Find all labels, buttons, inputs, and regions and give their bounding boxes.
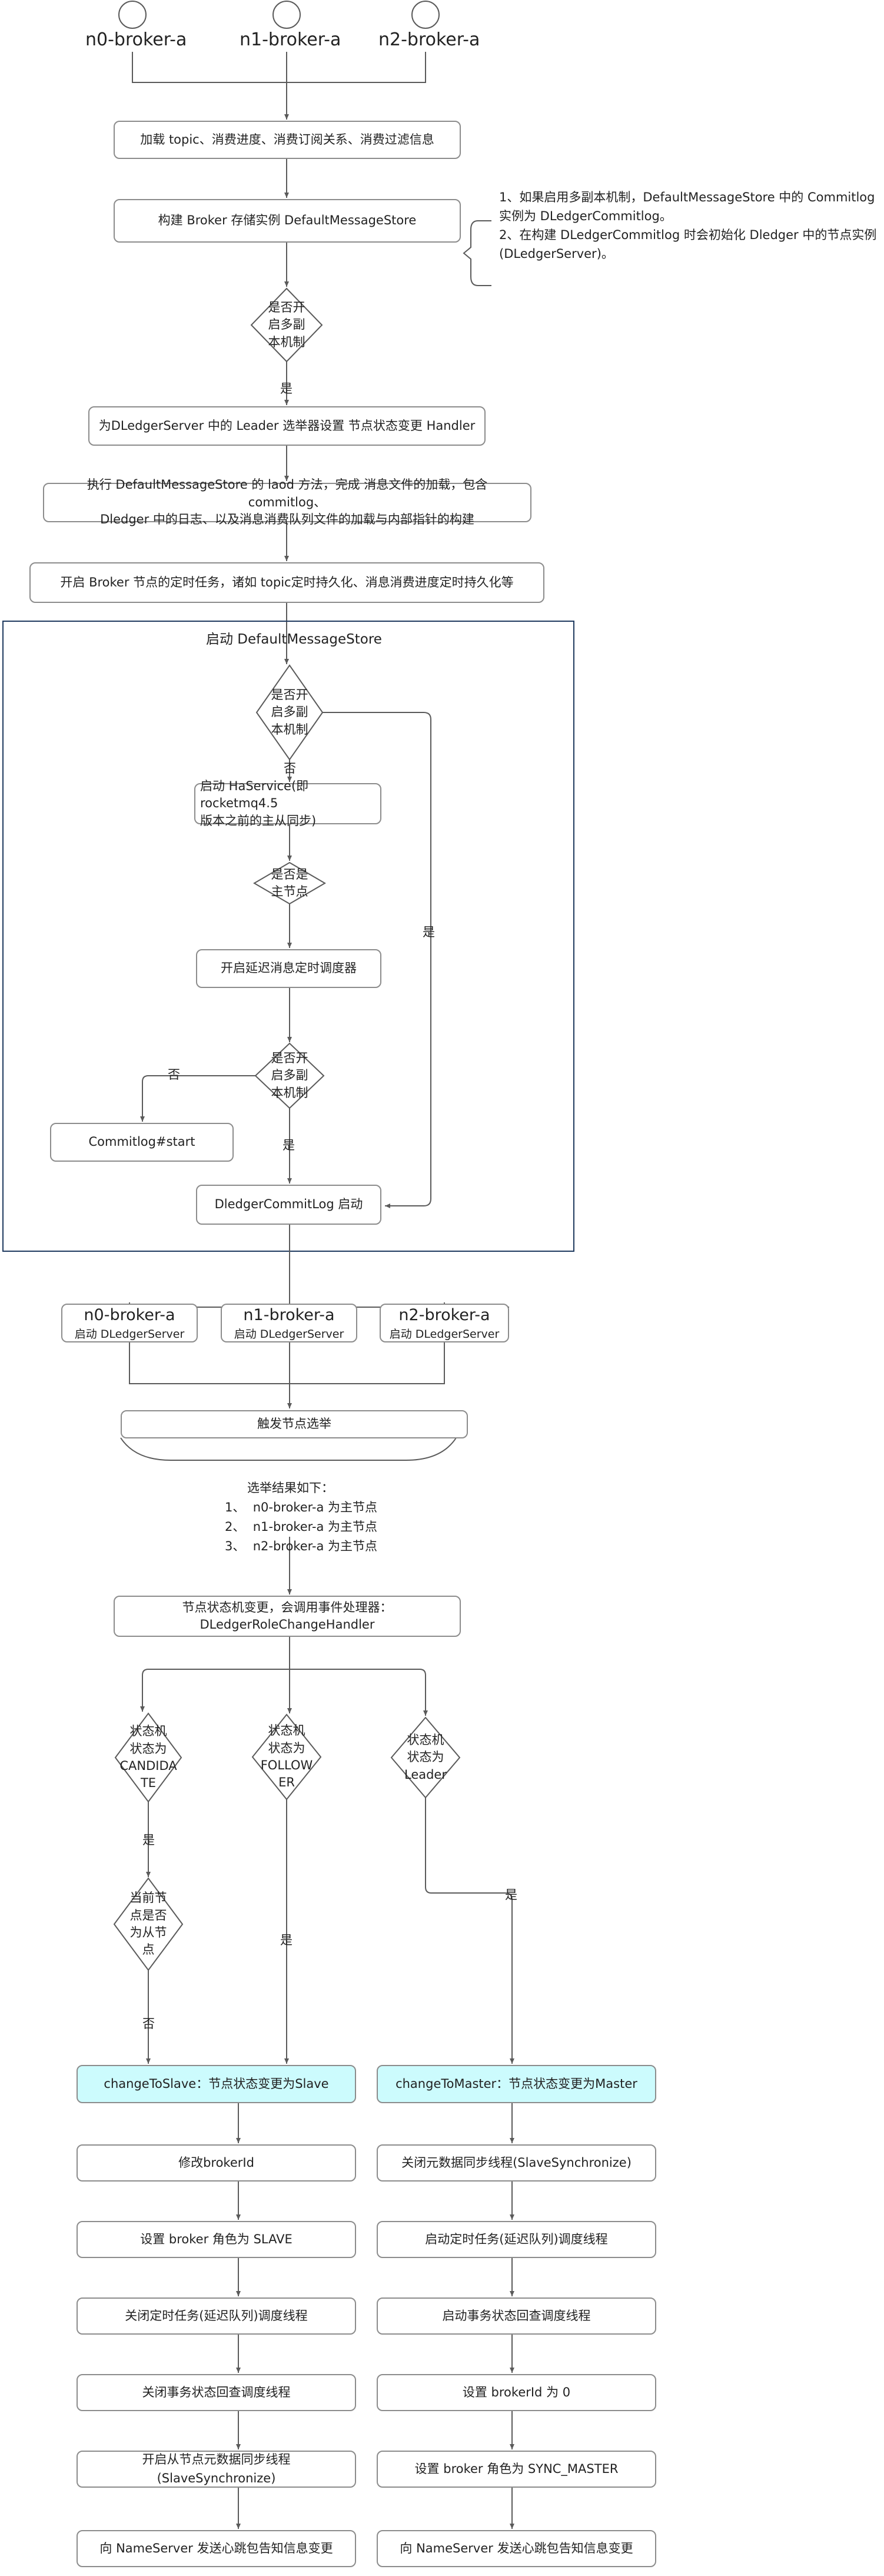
laod-step: 执行 DefaultMessageStore 的 laod 方法，完成 消息文件… xyxy=(43,478,531,526)
ha-line-1: 启动 HaService(即 rocketmq4.5 xyxy=(200,778,309,811)
node-label-n0: n0-broker-a xyxy=(85,29,187,50)
role-change-line-2: DLedgerRoleChangeHandler xyxy=(200,1617,375,1632)
delay-scheduler-step: 开启延迟消息定时调度器 xyxy=(196,949,381,988)
slave-step-3: 关闭定时任务(延迟队列)调度线程 xyxy=(77,2297,356,2335)
note-line-4: (DLedgerServer)。 xyxy=(499,247,614,261)
server-n1-name: n1-broker-a xyxy=(243,1305,335,1324)
server-n0: n0-broker-a 启动 DLedgerServer xyxy=(61,1304,198,1342)
note-bracket xyxy=(463,220,491,286)
yes-label-candidate: 是 xyxy=(142,1833,155,1847)
slave-step-5: 开启从节点元数据同步线程(SlaveSynchronize) xyxy=(77,2451,356,2488)
server-n2: n2-broker-a 启动 DLedgerServer xyxy=(380,1304,509,1342)
slave-step-4: 关闭事务状态回查调度线程 xyxy=(77,2374,356,2411)
server-n2-name: n2-broker-a xyxy=(398,1305,490,1324)
merge-line xyxy=(132,52,426,83)
master-step-6: 向 NameServer 发送心跳包告知信息变更 xyxy=(377,2530,656,2567)
commitlog-start-step: Commitlog#start xyxy=(50,1123,234,1162)
note-line-2: 实例为 DLedgerCommitlog。 xyxy=(499,209,672,223)
load-config-step: 加载 topic、消费进度、消费订阅关系、消费过滤信息 xyxy=(114,121,461,159)
note-line-1: 1、如果启用多副本机制，DefaultMessageStore 中的 Commi… xyxy=(499,190,875,204)
master-step-5: 设置 broker 角色为 SYNC_MASTER xyxy=(377,2451,656,2488)
master-step-4: 设置 brokerId 为 0 xyxy=(377,2374,656,2411)
trigger-election-step: 触发节点选举 xyxy=(121,1410,468,1438)
diamond-multi-1-label: 是否开 启多副 本机制 xyxy=(268,300,305,349)
note-line-3: 2、在构建 DLedgerCommitlog 时会初始化 Dledger 中的节… xyxy=(499,228,877,242)
master-step-2: 启动定时任务(延迟队列)调度线程 xyxy=(377,2221,656,2258)
change-to-slave-step: changeToSlave：节点状态变更为Slave xyxy=(77,2065,356,2103)
no-label-2: 否 xyxy=(168,1067,180,1082)
server-n2-sub: 启动 DLedgerServer xyxy=(389,1327,500,1341)
server-n1-sub: 启动 DLedgerServer xyxy=(234,1327,344,1341)
no-label-1: 否 xyxy=(284,761,296,775)
laod-line-2: Dledger 中的日志、以及消息消费队列文件的加载与内部指针的构建 xyxy=(100,512,474,527)
yes-label-3: 是 xyxy=(283,1138,295,1152)
dledger-start-step: DledgerCommitLog 启动 xyxy=(196,1185,381,1225)
node-circle-n1 xyxy=(272,1,301,29)
master-step-3: 启动事务状态回查调度线程 xyxy=(377,2297,656,2335)
diamond-candidate-label: 状态机 状态为 CANDIDA TE xyxy=(119,1724,177,1791)
election-result-1: 1、 n0-broker-a 为主节点 xyxy=(225,1500,378,1514)
election-result-2: 2、 n1-broker-a 为主节点 xyxy=(225,1520,378,1534)
build-store-step: 构建 Broker 存储实例 DefaultMessageStore xyxy=(114,199,461,243)
start-store-title: 启动 DefaultMessageStore xyxy=(206,632,382,647)
no-label-slave: 否 xyxy=(142,2017,155,2031)
trigger-brace xyxy=(120,1437,457,1461)
diamond-master-label: 是否是 主节点 xyxy=(271,867,308,899)
server-n1: n1-broker-a 启动 DLedgerServer xyxy=(221,1304,357,1342)
ha-service-step: 启动 HaService(即 rocketmq4.5 版本之前的主从同步) xyxy=(194,779,381,828)
node-circle-n0 xyxy=(118,1,147,29)
node-circle-n2 xyxy=(411,1,440,29)
role-change-step: 节点状态机变更，会调用事件处理器： DLedgerRoleChangeHandl… xyxy=(114,1596,461,1637)
diamond-multi-3-label: 是否开 启多副 本机制 xyxy=(271,1050,308,1100)
node-label-n2: n2-broker-a xyxy=(378,29,480,50)
server-n0-name: n0-broker-a xyxy=(84,1305,175,1324)
diamond-follower-label: 状态机 状态为 FOLLOW ER xyxy=(260,1723,313,1790)
slave-step-6: 向 NameServer 发送心跳包告知信息变更 xyxy=(77,2530,356,2567)
node-label-n1: n1-broker-a xyxy=(240,29,341,50)
yes-label-2: 是 xyxy=(423,925,435,939)
start-store-frame xyxy=(2,621,574,1252)
slave-step-2: 设置 broker 角色为 SLAVE xyxy=(77,2221,356,2258)
yes-label-leader: 是 xyxy=(505,1888,517,1902)
server-n0-sub: 启动 DLedgerServer xyxy=(74,1327,185,1341)
yes-label-follower: 是 xyxy=(280,1933,293,1947)
master-step-1: 关闭元数据同步线程(SlaveSynchronize) xyxy=(377,2144,656,2182)
diamond-multi-2-label: 是否开 启多副 本机制 xyxy=(271,687,308,737)
set-handler-step: 为DLedgerServer 中的 Leader 选举器设置 节点状态变更 Ha… xyxy=(88,406,486,446)
election-result-title: 选举结果如下： xyxy=(247,1481,334,1495)
slave-step-1: 修改brokerId xyxy=(77,2144,356,2182)
yes-label-1: 是 xyxy=(280,382,293,396)
timers-step: 开启 Broker 节点的定时任务，诸如 topic定时持久化、消息消费进度定时… xyxy=(29,562,544,603)
change-to-master-step: changeToMaster：节点状态变更为Master xyxy=(377,2065,656,2103)
election-result-3: 3、 n2-broker-a 为主节点 xyxy=(225,1539,378,1553)
diamond-is-slave-label: 当前节 点是否 为从节 点 xyxy=(129,1891,167,1957)
role-change-line-1: 节点状态机变更，会调用事件处理器： xyxy=(182,1600,393,1614)
laod-line-1: 执行 DefaultMessageStore 的 laod 方法，完成 消息文件… xyxy=(87,478,488,509)
ha-line-2: 版本之前的主从同步) xyxy=(200,813,317,828)
diamond-leader-label: 状态机 状态为 Leader xyxy=(404,1732,447,1782)
